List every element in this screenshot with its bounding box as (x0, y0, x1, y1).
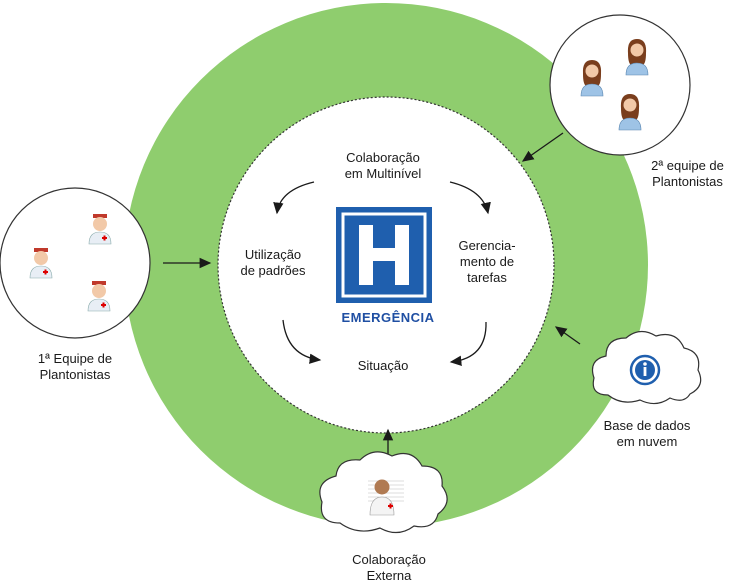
info-icon (629, 354, 661, 386)
doctor-icon (29, 248, 53, 279)
external-doctor-icon (368, 479, 404, 516)
label-pattern-usage: Utilização de padrões (240, 247, 306, 278)
label-multilevel-collaboration: Colaboração em Multinível (344, 150, 422, 181)
cycle-arrow-bottom-right (449, 321, 487, 367)
first-team-circle (0, 187, 151, 339)
emergency-label: EMERGÊNCIA (341, 310, 435, 325)
arrow-second-team (521, 132, 564, 162)
arrow-cloud-database (554, 326, 581, 345)
hospital-h-icon (336, 207, 432, 303)
label-task-management: Gerencia- mento de tarefas (458, 238, 516, 285)
label-external-collaboration: Colaboração Externa (352, 552, 426, 583)
label-cloud-database: Base de dados em nuvem (603, 418, 691, 449)
cycle-arrow-bottom-left (282, 319, 322, 364)
label-second-team: 2ª equipe de Plantonistas (651, 158, 724, 189)
nurse-icon (625, 39, 649, 76)
label-situation: Situação (357, 358, 409, 373)
doctor-icon (88, 214, 112, 245)
label-first-team: 1ª Equipe de Plantonistas (37, 351, 113, 382)
nurse-icon (580, 60, 604, 97)
cycle-arrow-top-right (449, 181, 491, 215)
second-team-circle (549, 14, 691, 156)
cycle-arrow-top-left (273, 181, 315, 215)
nurse-icon (618, 94, 642, 131)
doctor-icon (87, 281, 111, 312)
